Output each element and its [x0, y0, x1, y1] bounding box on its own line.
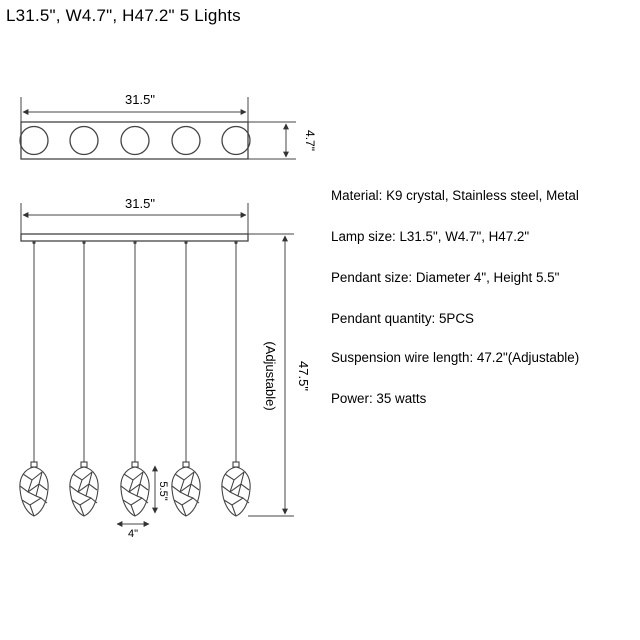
- page-title: L31.5", W4.7", H47.2" 5 Lights: [6, 6, 241, 25]
- pendant: [171, 461, 201, 517]
- top-bulb-circle: [171, 125, 201, 156]
- pendant-height-label: 5.5": [157, 481, 169, 500]
- spec-key: Pendant size:: [331, 270, 416, 285]
- pendant: [221, 461, 251, 517]
- top-length-label: 31.5": [125, 92, 155, 107]
- wire-clip: [234, 240, 238, 245]
- top-bulb-circle: [19, 125, 49, 156]
- spec-value: K9 crystal, Stainless steel, Metal: [386, 188, 579, 203]
- wire-clip: [32, 240, 36, 245]
- spec-key: Suspension wire length:: [331, 350, 477, 365]
- spec-key: Pendant quantity:: [331, 311, 439, 326]
- suspension-wires: [33, 241, 237, 462]
- top-bulb-circle: [221, 125, 251, 156]
- spec-value: 5PCS: [438, 311, 474, 326]
- wire-clip: [133, 240, 137, 245]
- spec-row-material: Material: K9 crystal, Stainless steel, M…: [331, 186, 579, 206]
- top-canopy-plate: [20, 121, 249, 160]
- top-bulb-circle: [120, 125, 150, 156]
- front-canopy-bar: [20, 233, 249, 242]
- spec-row-lamp-size: Lamp size: L31.5", W4.7", H47.2": [331, 227, 529, 247]
- top-bulb-circle: [69, 125, 99, 156]
- spec-value: L31.5", W4.7", H47.2": [399, 229, 530, 244]
- spec-value: 35 watts: [376, 391, 427, 406]
- spec-key: Power:: [331, 391, 377, 406]
- top-bulb-circles: [19, 125, 251, 156]
- spec-key: Material:: [331, 188, 387, 203]
- height-label: 47.5": [296, 361, 311, 391]
- pendant: [19, 461, 49, 517]
- spec-value: Diameter 4", Height 5.5": [415, 270, 560, 285]
- spec-row-pendant-size: Pendant size: Diameter 4", Height 5.5": [331, 268, 559, 288]
- wire-clip: [184, 240, 188, 245]
- wire-clip: [82, 240, 86, 245]
- pendant-diameter-label: 4": [128, 528, 138, 540]
- pendant: [69, 461, 99, 517]
- front-view: 31.5" (Adjustable) 47.5": [19, 196, 311, 540]
- wire-clips: [32, 240, 238, 245]
- spec-row-pendant-quantity: Pendant quantity: 5PCS: [331, 309, 474, 329]
- spec-key: Lamp size:: [331, 229, 400, 244]
- pendant: [120, 461, 150, 517]
- top-view: 31.5" 4.7": [19, 92, 317, 160]
- spec-row-wire-length: Suspension wire length: 47.2"(Adjustable…: [331, 348, 579, 368]
- adjustable-label: (Adjustable): [263, 341, 278, 410]
- spec-row-power: Power: 35 watts: [331, 389, 426, 409]
- front-length-label: 31.5": [125, 196, 155, 211]
- top-width-label: 4.7": [303, 130, 317, 151]
- spec-value: 47.2"(Adjustable): [476, 350, 580, 365]
